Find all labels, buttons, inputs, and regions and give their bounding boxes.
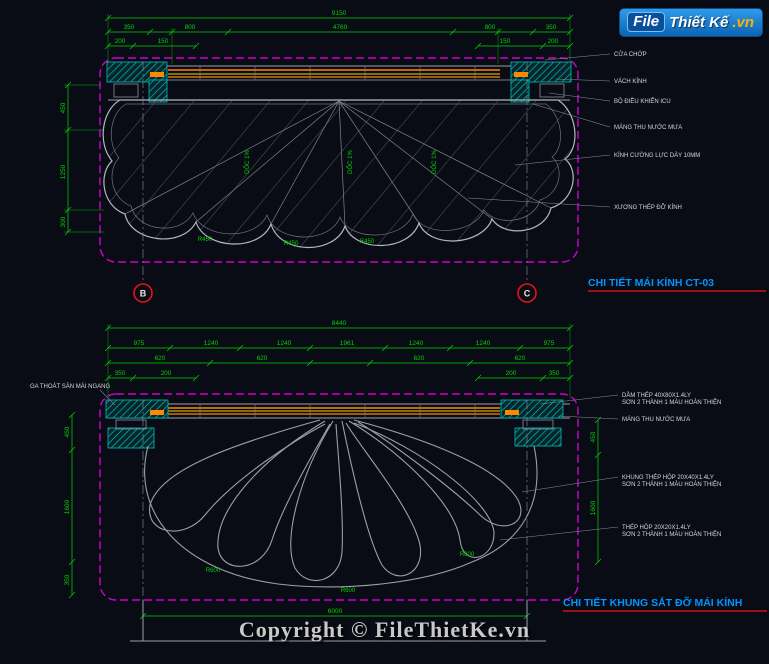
- leader-label: KHUNG THÉP HỘP 20X40X1.4LY: [622, 474, 714, 481]
- d2-leader-lines: [99, 389, 619, 541]
- d1-leader-lines: [467, 53, 611, 208]
- d2-left-corner-assembly: [105, 399, 169, 449]
- leader-label: SƠN 2 THÀNH 1 MÀU HOÀN THIỆN: [622, 530, 721, 538]
- d2-roof-beam: [108, 403, 570, 419]
- dim-text: 150: [158, 38, 169, 45]
- dim-text: 350: [115, 370, 126, 377]
- dim-text: 975: [134, 340, 145, 347]
- dim-text: 620: [414, 355, 425, 362]
- radius-note: R600: [341, 588, 356, 594]
- d1-leader-labels: CỬA CHỚP VÁCH KÍNH BỘ ĐIỀU KHIỂN ICU MÁN…: [614, 51, 700, 211]
- dim-text: 1240: [277, 340, 292, 347]
- d1-detail-boundary: [99, 57, 579, 263]
- dim-text: 1250: [60, 164, 67, 179]
- dim-text: 800: [185, 24, 196, 31]
- copyright-watermark: Copyright © FileThietKe.vn: [238, 617, 531, 642]
- slope-note: DỐC 1%: [347, 149, 354, 173]
- d2-title: CHI TIẾT KHUNG SẮT ĐỠ MÁI KÍNH: [563, 596, 742, 609]
- d1-dimension-text: 9150 350 800 4760 800 350 200 150 150 20…: [60, 10, 559, 227]
- radius-note: R450: [360, 239, 375, 245]
- dim-text: 800: [485, 24, 496, 31]
- leader-label: GA THOÁT SÀN MÁI NGANG: [30, 383, 110, 390]
- dim-text: 975: [544, 340, 555, 347]
- dim-text: 1240: [409, 340, 424, 347]
- leader-label: MÁNG THU NƯỚC MƯA: [614, 124, 682, 131]
- leader-label: XƯƠNG THÉP ĐỠ KÍNH: [614, 204, 682, 211]
- dim-text: 150: [500, 38, 511, 45]
- logo-vn-text: .vn: [732, 13, 754, 31]
- dim-text: 1600: [64, 499, 71, 514]
- leader-label: MÁNG THU NƯỚC MƯA: [622, 416, 690, 423]
- dim-text: 4760: [333, 24, 348, 31]
- dim-text: 620: [515, 355, 526, 362]
- filethietke-logo[interactable]: File Thiết Kế .vn: [619, 8, 763, 37]
- d2-steel-frame-petals: [144, 419, 538, 588]
- d2-centerlines: [142, 400, 528, 600]
- grid-callout-c-label: C: [524, 289, 531, 299]
- dim-text: 350: [546, 24, 557, 31]
- d1-title: CHI TIẾT MÁI KÍNH CT-03: [588, 276, 714, 289]
- radius-note: R450: [198, 237, 213, 243]
- dim-text: 350: [124, 24, 135, 31]
- leader-label: KÍNH CƯỜNG LỰC DÀY 10MM: [614, 152, 700, 159]
- dim-text: 1240: [476, 340, 491, 347]
- d2-support-posts: [130, 600, 546, 642]
- grid-callout-c-circle: [517, 283, 537, 303]
- grid-callout-b-circle: [133, 283, 153, 303]
- leader-label: THÉP HỘP 20X20X1.4LY: [622, 524, 691, 531]
- dim-text: 300: [60, 216, 67, 227]
- dim-text: 450: [590, 431, 597, 442]
- slope-note: DỐC 1%: [244, 149, 251, 173]
- leader-label: VÁCH KÍNH: [614, 78, 647, 85]
- dim-text: 200: [115, 38, 126, 45]
- leader-label: BỘ ĐIỀU KHIỂN ICU: [614, 98, 671, 105]
- dim-text: 620: [155, 355, 166, 362]
- d1-centerlines: [142, 62, 528, 283]
- d1-dimension-lines: [64, 14, 574, 236]
- logo-file-badge: File: [627, 12, 666, 32]
- dim-text: 1961: [340, 340, 355, 347]
- radius-note: R600: [460, 552, 475, 558]
- d1-glass-mullions: [124, 100, 552, 227]
- leader-label: CỬA CHỚP: [614, 51, 647, 58]
- dim-text: 200: [506, 370, 517, 377]
- dim-text: 1600: [590, 500, 597, 515]
- dim-text: 200: [161, 370, 172, 377]
- leader-label: SƠN 2 THÀNH 1 MÀU HOÀN THIỆN: [622, 480, 721, 488]
- leader-label: SƠN 2 THÀNH 1 MÀU HOÀN THIỆN: [622, 398, 721, 406]
- d2-dimension-text: 8440 975 1240 1240 1961 1240 1240 975 62…: [64, 320, 597, 615]
- dim-text: 450: [60, 102, 67, 113]
- d2-right-corner-assembly: [500, 399, 564, 447]
- radius-note: R600: [206, 568, 221, 574]
- dim-text: 350: [549, 370, 560, 377]
- dim-text: 1240: [204, 340, 219, 347]
- radius-note: R450: [284, 241, 299, 247]
- grid-callout-b-label: B: [140, 289, 147, 299]
- d1-roof-beam: [108, 65, 570, 101]
- leader-label: DẦM THÉP 40X80X1.4LY: [622, 392, 691, 399]
- dim-text: 6000: [328, 608, 343, 615]
- d1-notes: DỐC 1% DỐC 1% DỐC 1% R450 R450 R450: [198, 149, 438, 247]
- d2-leader-labels: GA THOÁT SÀN MÁI NGANG DẦM THÉP 40X80X1.…: [30, 383, 721, 538]
- d1-scalloped-roof-inner: [110, 103, 561, 238]
- d2-notes: R600 R600 R600: [206, 552, 475, 594]
- d1-scalloped-roof-outline: [102, 99, 576, 248]
- d2-detail-boundary: [99, 393, 579, 601]
- d1-left-corner-assembly: [106, 61, 168, 103]
- dim-text: 450: [64, 426, 71, 437]
- dim-text: 8440: [332, 320, 347, 327]
- d1-right-corner-assembly: [510, 61, 572, 103]
- dim-text: 350: [64, 574, 71, 585]
- dim-text: 200: [548, 38, 559, 45]
- dim-text: 620: [257, 355, 268, 362]
- dim-text: 9150: [332, 10, 347, 17]
- d2-dimension-lines: [68, 324, 602, 620]
- slope-note: DỐC 1%: [431, 149, 438, 173]
- logo-brand-text: Thiết Kế: [669, 13, 729, 31]
